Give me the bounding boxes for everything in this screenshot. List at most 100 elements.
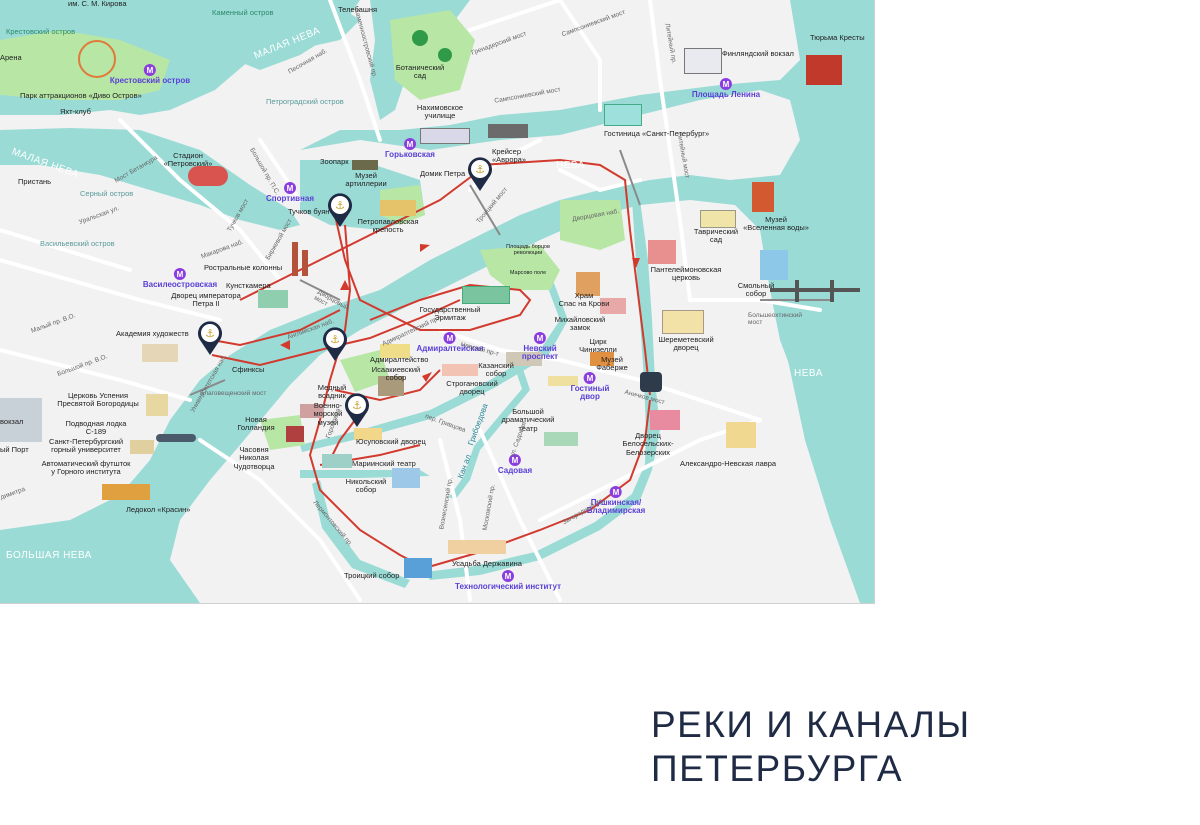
place-label: Юсуповский дворец xyxy=(356,437,426,446)
street-label: Благовещенский мост xyxy=(200,390,267,397)
svg-text:⚓: ⚓ xyxy=(475,163,485,176)
academy-arts-icon xyxy=(142,344,178,362)
smolny-cathedral-icon xyxy=(760,250,788,280)
place-label: Арена xyxy=(0,53,22,62)
kresty-prison-icon xyxy=(806,55,842,85)
rostral-column-icon xyxy=(292,242,298,276)
rostral-column-icon xyxy=(302,250,308,276)
water-label: НЕВА xyxy=(794,368,823,379)
left-edge-buildings-icon xyxy=(0,398,42,442)
pier-anchor-icon[interactable]: ⚓ xyxy=(322,326,348,362)
isaac-cathedral-icon xyxy=(378,376,404,396)
gorny-institute-icon xyxy=(130,440,154,454)
taurida-icon xyxy=(700,210,736,228)
kazan-cathedral-icon xyxy=(506,352,542,366)
place-label: Ботанический сад xyxy=(395,63,445,81)
place-label: Церковь Успения Пресвятой Богородицы xyxy=(57,391,139,409)
city-map: ⚓ ⚓ ⚓ ⚓ ⚓ МАЛАЯ НЕВА МАЛАЯ НЕВА НЕВА НЕВ… xyxy=(0,0,875,604)
place-label: Музей артиллерии xyxy=(345,171,387,189)
water-label: БОЛЬШАЯ НЕВА xyxy=(6,550,92,561)
place-label: Крейсер «Аврора» xyxy=(492,147,527,165)
pier-anchor-icon[interactable]: ⚓ xyxy=(197,320,223,356)
mikhailovsky-icon xyxy=(600,298,626,314)
place-label: Храм Спас на Крови xyxy=(558,291,610,309)
gostiny-dvor-icon xyxy=(548,376,578,386)
place-label: Домик Петра xyxy=(420,169,466,178)
place-label: Яхт-клуб xyxy=(60,107,91,116)
place-label: Таврический сад xyxy=(693,227,739,245)
place-label: Парк аттракционов «Диво Остров» xyxy=(20,91,142,100)
place-label: Цирк Чинизелли xyxy=(579,337,617,355)
aurora-cruiser-icon xyxy=(488,124,528,138)
naval-museum-icon xyxy=(300,404,324,418)
artillery-museum-icon xyxy=(352,160,378,170)
title-line-1: РЕКИ И КАНАЛЫ xyxy=(651,704,971,745)
yusupov-palace-icon xyxy=(354,428,382,440)
botanic-tree-icon xyxy=(438,48,452,62)
place-label: Мариинский театр xyxy=(352,459,416,468)
place-label: Пристань xyxy=(18,177,52,186)
place-label: им. С. М. Кирова xyxy=(68,0,127,8)
place-label: Александро-Невская лавра xyxy=(680,459,777,468)
place-label: Васильевский остров xyxy=(40,239,115,248)
horse-statue-icon xyxy=(640,372,662,392)
place-label: Дворец императора Петра II xyxy=(171,291,241,309)
place-label: Государственный Эрмитаж xyxy=(419,305,481,323)
map-canvas xyxy=(0,0,874,603)
place-label: Каменный остров xyxy=(212,8,274,17)
submarine-icon xyxy=(156,434,196,442)
pier-anchor-icon[interactable]: ⚓ xyxy=(467,156,493,192)
svg-text:⚓: ⚓ xyxy=(330,333,340,346)
kunstkamera-icon xyxy=(258,290,288,308)
pier-anchor-icon[interactable]: ⚓ xyxy=(344,392,370,428)
stroganov-icon xyxy=(442,364,478,376)
place-label: Марсово поле xyxy=(509,270,547,276)
place-label: Казанский собор xyxy=(478,361,514,379)
bolsheokhtinsky-bridge-icon xyxy=(770,280,860,302)
place-label: Большой драматический театр xyxy=(501,407,555,433)
place-label: Ростральные колонны xyxy=(204,263,283,272)
place-label: Тюрьма Кресты xyxy=(810,33,865,42)
place-label: Финляндский вокзал xyxy=(722,49,794,58)
place-label: ый Порт xyxy=(0,445,29,454)
title-line-2: ПЕТЕРБУРГА xyxy=(651,748,904,790)
place-label: Новая Голландия xyxy=(237,415,275,433)
bridges xyxy=(189,149,830,396)
place-label: Усадьба Державина xyxy=(452,559,522,568)
botanic-tree-icon xyxy=(412,30,428,46)
route-arrows xyxy=(280,244,640,382)
place-label: Троицкий собор xyxy=(344,571,400,580)
spas-icon xyxy=(576,272,600,296)
place-label: Тучков буян xyxy=(288,207,330,216)
pier-anchor-icon[interactable]: ⚓ xyxy=(327,192,353,228)
lavra-icon xyxy=(726,422,756,448)
place-label: Никольский собор xyxy=(345,477,387,495)
place-label: Михайловский замок xyxy=(554,315,606,333)
water-tower-icon xyxy=(752,182,774,212)
poster-title: РЕКИ И КАНАЛЫ ПЕТЕРБУРГА xyxy=(651,703,971,792)
place-label: Смольный собор xyxy=(737,281,775,299)
place-label: Строгановский дворец xyxy=(446,379,498,397)
hermitage-icon xyxy=(462,286,510,304)
sheremetev-icon xyxy=(662,310,704,334)
admiralty-icon xyxy=(380,344,410,358)
nikolsky-icon xyxy=(392,468,420,488)
ferris-wheel-icon xyxy=(78,40,116,78)
place-label: Крестовский остров xyxy=(6,27,76,36)
place-label: Сфинксы xyxy=(232,365,265,374)
place-label: Гостиница «Санкт-Петербург» xyxy=(604,129,710,138)
place-label: Часовня Николая Чудотворца xyxy=(233,445,275,471)
place-label: Военно- морской музей xyxy=(313,401,343,427)
circus-icon xyxy=(590,352,614,366)
